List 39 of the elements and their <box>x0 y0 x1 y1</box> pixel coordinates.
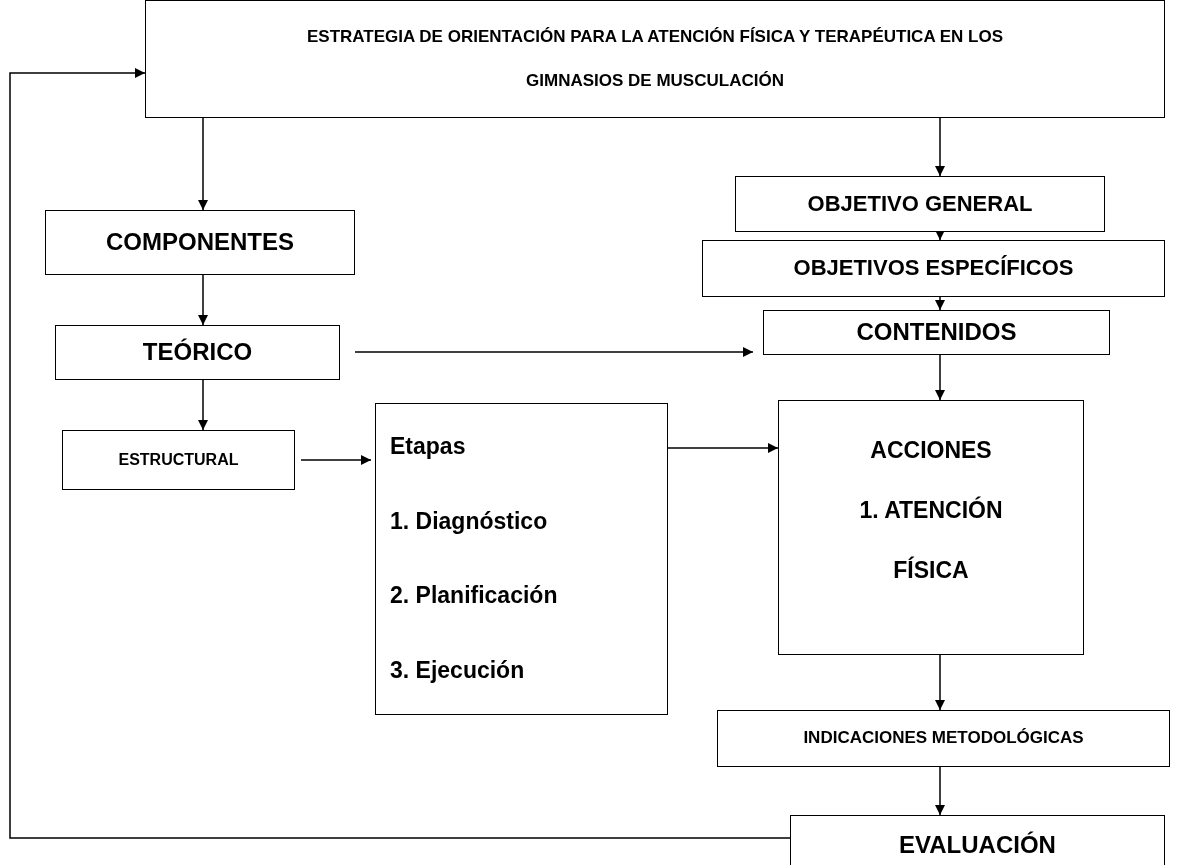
box-label: INDICACIONES METODOLÓGICAS <box>803 728 1084 749</box>
arrow <box>935 766 945 816</box>
box-label: Etapas <box>390 433 466 462</box>
box-label: COMPONENTES <box>106 228 294 257</box>
arrow <box>198 274 208 326</box>
process-box <box>717 710 1170 767</box>
arrow <box>935 654 945 711</box>
arrow <box>935 354 945 401</box>
process-box <box>62 430 295 490</box>
arrow <box>935 117 945 177</box>
box-text: 2. Planificación <box>390 582 558 611</box>
box-text: 3. Ejecución <box>390 656 525 685</box>
box-label: ESTRUCTURAL <box>118 450 239 470</box>
process-box <box>375 403 668 715</box>
arrow <box>198 117 208 211</box>
process-box <box>145 0 1165 118</box>
arrow <box>935 230 945 241</box>
box-label: OBJETIVOS ESPECÍFICOS <box>793 255 1074 282</box>
process-box <box>735 176 1105 232</box>
box-label: EVALUACIÓN <box>899 830 1056 860</box>
process-box <box>763 310 1110 355</box>
arrow <box>198 379 208 431</box>
arrow <box>300 455 372 465</box>
process-box <box>778 400 1084 655</box>
process-box <box>45 210 355 275</box>
box-text: 1. ATENCIÓN FÍSICA <box>858 495 1004 585</box>
process-box <box>55 325 340 380</box>
arrow <box>9 68 791 839</box>
box-label: ACCIONES <box>870 436 992 465</box>
process-box <box>702 240 1165 297</box>
process-box <box>790 815 1165 865</box>
box-label: TEÓRICO <box>142 338 253 367</box>
box-label: CONTENIDOS <box>856 318 1017 347</box>
arrow <box>935 296 945 311</box>
box-label: OBJETIVO GENERAL <box>807 190 1033 218</box>
arrow <box>354 347 754 357</box>
box-label: ESTRATEGIA DE ORIENTACIÓN PARA LA ATENCIÓN FÍSICA Y TERAPÉUTICA EN LOS GIMNASIOS DE MUSCULACIÓN <box>305 25 1005 92</box>
box-text: 1. Diagnóstico <box>390 507 548 536</box>
arrow <box>667 443 779 453</box>
